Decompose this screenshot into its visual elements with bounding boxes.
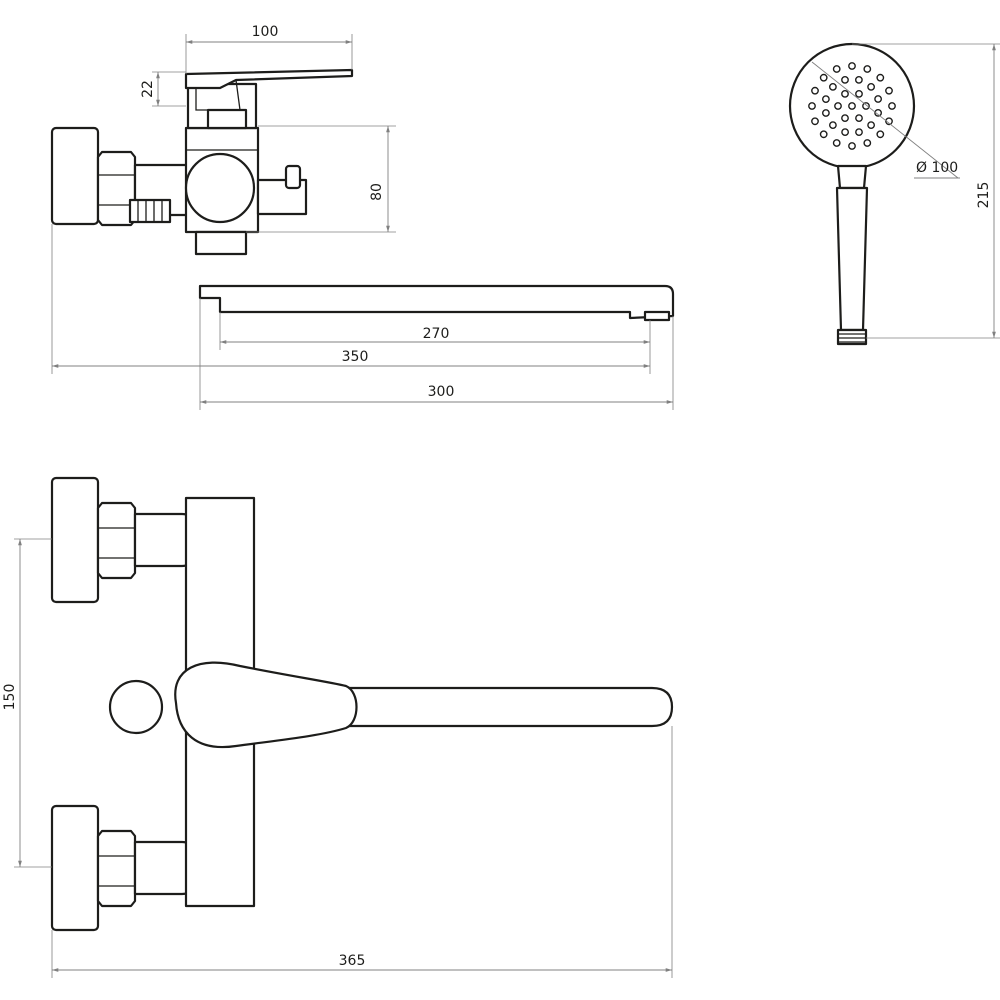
side-view-dimensions: 100 22 80 270 350 300	[51, 24, 674, 410]
spray-hole	[819, 130, 828, 139]
diverter-knob-front	[108, 679, 164, 735]
upper-wall-flange	[50, 476, 100, 604]
front-view	[50, 476, 674, 932]
dim-line-head-diameter	[811, 61, 959, 179]
spray-hole	[874, 95, 882, 103]
spray-hole	[863, 65, 872, 73]
spray-hole	[885, 86, 893, 95]
dim-spout-length: 300	[428, 384, 455, 400]
spray-hole	[822, 95, 830, 104]
diverter-pin	[284, 164, 302, 190]
lower-hex-nut	[96, 829, 137, 908]
spray-hole	[811, 117, 819, 126]
diverter-knob-side	[184, 152, 256, 224]
threaded-inlet	[128, 198, 172, 224]
spray-hole	[888, 102, 896, 110]
spray-holes	[808, 62, 896, 150]
spray-hole	[829, 121, 837, 130]
front-view-dimensions: 150 365	[2, 538, 673, 978]
spray-hole	[841, 90, 849, 98]
spray-hole	[876, 73, 885, 82]
dim-total-width: 365	[339, 953, 366, 969]
lever-handle-side	[184, 68, 354, 90]
spray-hole	[841, 76, 849, 84]
shower-handle	[835, 186, 869, 332]
spray-hole	[848, 62, 856, 70]
cartridge-cap	[206, 108, 248, 130]
dim-shower-length: 215	[976, 182, 992, 209]
aerator	[643, 310, 671, 322]
dim-body-height: 80	[369, 183, 385, 201]
dim-spout-reach: 270	[423, 326, 450, 342]
dim-inlet-spacing: 150	[2, 684, 18, 711]
spray-hole	[811, 86, 819, 95]
dim-handle-height: 22	[140, 80, 156, 98]
spout-collar	[194, 230, 248, 256]
upper-hex-nut	[96, 501, 137, 580]
lower-wall-flange	[50, 804, 100, 932]
dim-handle-length: 100	[252, 24, 279, 40]
spray-hole	[808, 102, 816, 110]
spray-hole	[834, 102, 842, 110]
dim-overall-reach: 350	[342, 349, 369, 365]
spray-hole	[855, 76, 863, 84]
spray-hole	[874, 109, 882, 117]
shower-neck	[836, 164, 868, 190]
lever-handle-front	[174, 661, 358, 749]
spray-hole	[855, 90, 863, 98]
shower-dimensions: Ø 100 215	[811, 43, 1000, 339]
spray-hole	[863, 139, 872, 147]
spray-hole	[867, 121, 875, 130]
spray-hole	[876, 130, 885, 139]
spray-hole	[862, 102, 870, 110]
spray-hole	[855, 128, 863, 137]
spray-hole	[885, 117, 893, 126]
hand-shower	[788, 42, 916, 346]
spray-hole	[867, 83, 875, 91]
spout-front	[298, 686, 674, 728]
spray-hole	[822, 109, 830, 117]
spout-side	[198, 284, 675, 320]
spray-hole	[832, 65, 841, 73]
side-view	[50, 68, 675, 322]
spray-hole	[855, 114, 863, 123]
dim-head-diameter: Ø 100	[916, 160, 958, 176]
spray-hole	[829, 83, 837, 91]
wall-flange-side	[50, 126, 100, 226]
spray-hole	[819, 73, 828, 82]
spray-hole	[841, 114, 849, 123]
spray-hole	[832, 139, 841, 147]
spray-hole	[848, 102, 856, 110]
spray-hole	[841, 128, 849, 137]
spray-hole	[848, 142, 856, 150]
